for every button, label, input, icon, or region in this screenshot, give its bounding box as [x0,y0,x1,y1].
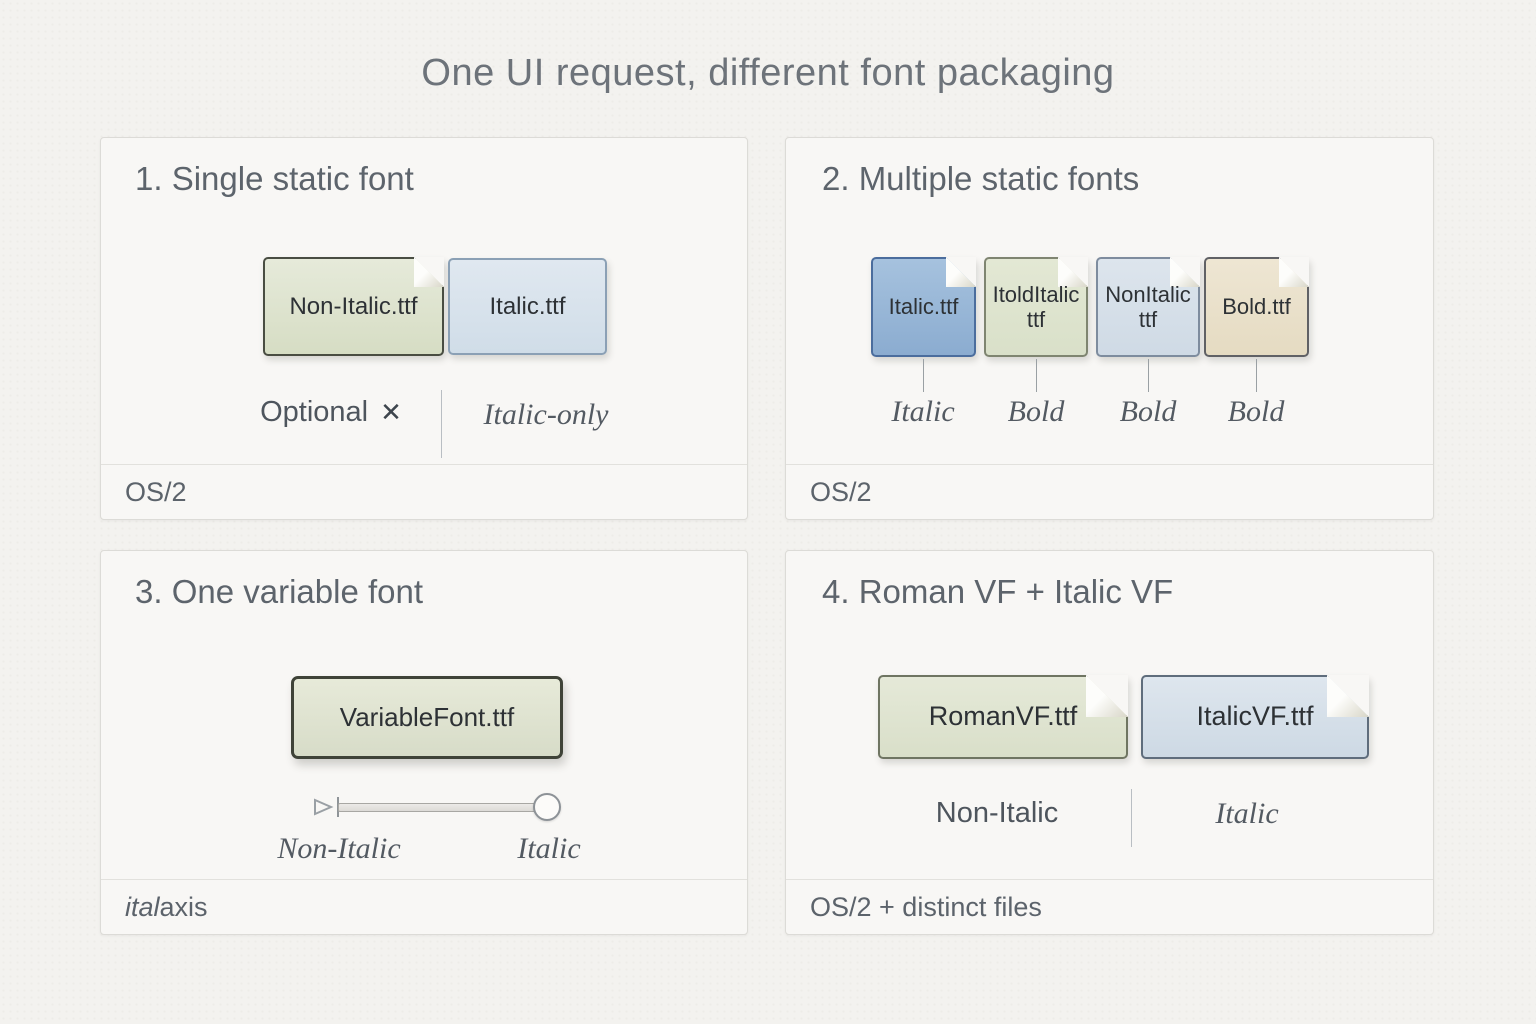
optional-label: Optional [260,396,369,428]
panel-2-heading: 2. Multiple static fonts [822,160,1140,197]
file-name-label: Italic.ttf [489,292,566,320]
file-name-label: Italic.ttf [888,294,959,320]
slider-min-label: Non-Italic [277,832,401,865]
file-non-italic-ttf: Non-Italic.ttf [263,257,444,356]
file-name-label: NonItalic ttf [1105,281,1191,332]
file-name-label: ItalicVF.ttf [1196,701,1314,732]
file-bold-ttf: Bold.ttf [1204,257,1309,357]
panel-multiple-static-fonts: 2. Multiple static fonts Italic.ttf Itol… [785,137,1434,520]
panel-1-footer: OS/2 [101,464,747,519]
connector-line [1036,359,1037,392]
connector-line [923,359,924,392]
panel-3-heading: 3. One variable font [135,573,424,610]
footer-axis-tag: ital [125,891,160,922]
file-name-label: ItoldItalic ttf [992,281,1080,332]
file-italic-ttf: Italic.ttf [871,257,976,357]
file-italic-ttf: Italic.ttf [448,258,607,355]
file-nonitalic-ttf: NonItalic ttf [1096,257,1200,357]
file-name-label: RomanVF.ttf [928,701,1078,732]
style-label-bold: Bold [1227,395,1285,428]
divider [441,390,442,458]
file-bolditalic-ttf: ItoldItalic ttf [984,257,1088,357]
divider [1131,789,1132,847]
style-label-bold: Bold [1007,395,1065,428]
footer-label: OS/2 [810,476,872,507]
style-label-bold: Bold [1119,395,1177,428]
panel-single-static-font: 1. Single static font Non-Italic.ttf Ita… [100,137,748,520]
file-variablefont-ttf: VariableFont.ttf [291,676,563,759]
connector-line [1256,359,1257,392]
file-name-label: Bold.ttf [1222,294,1291,320]
italic-label: Italic [1215,797,1279,830]
footer-label: axis [159,891,208,922]
panel-2-footer: OS/2 [786,464,1433,519]
slider-arrow-icon [314,798,334,816]
x-icon: ✕ [380,397,402,427]
file-romanvf-ttf: RomanVF.ttf [878,675,1128,759]
file-name-label: Non-Italic.ttf [289,292,418,320]
footer-label: OS/2 + distinct files [810,891,1042,922]
panel-4-footer: OS/2 + distinct files [786,879,1433,934]
footer-label: OS/2 [125,476,187,507]
panel-one-variable-font: 3. One variable font VariableFont.ttf No… [100,550,748,935]
file-italicvf-ttf: ItalicVF.ttf [1141,675,1369,759]
non-italic-label: Non-Italic [935,797,1059,829]
page-title: One UI request, different font packaging [421,52,1115,94]
file-name-label: VariableFont.ttf [339,701,515,732]
slider-max-label: Italic [517,832,581,865]
panel-1-heading: 1. Single static font [135,160,414,197]
panel-roman-vf-italic-vf: 4. Roman VF + Italic VF RomanVF.ttf Ital… [785,550,1434,935]
slider-track [338,803,540,812]
panel-3-footer: ital axis [101,879,747,934]
italic-only-label: Italic-only [483,398,609,431]
slider-knob[interactable] [533,793,561,821]
panel-4-heading: 4. Roman VF + Italic VF [822,573,1174,610]
connector-line [1148,359,1149,392]
style-label-italic: Italic [891,395,955,428]
optional-annotation: Optional ✕ [260,396,402,429]
